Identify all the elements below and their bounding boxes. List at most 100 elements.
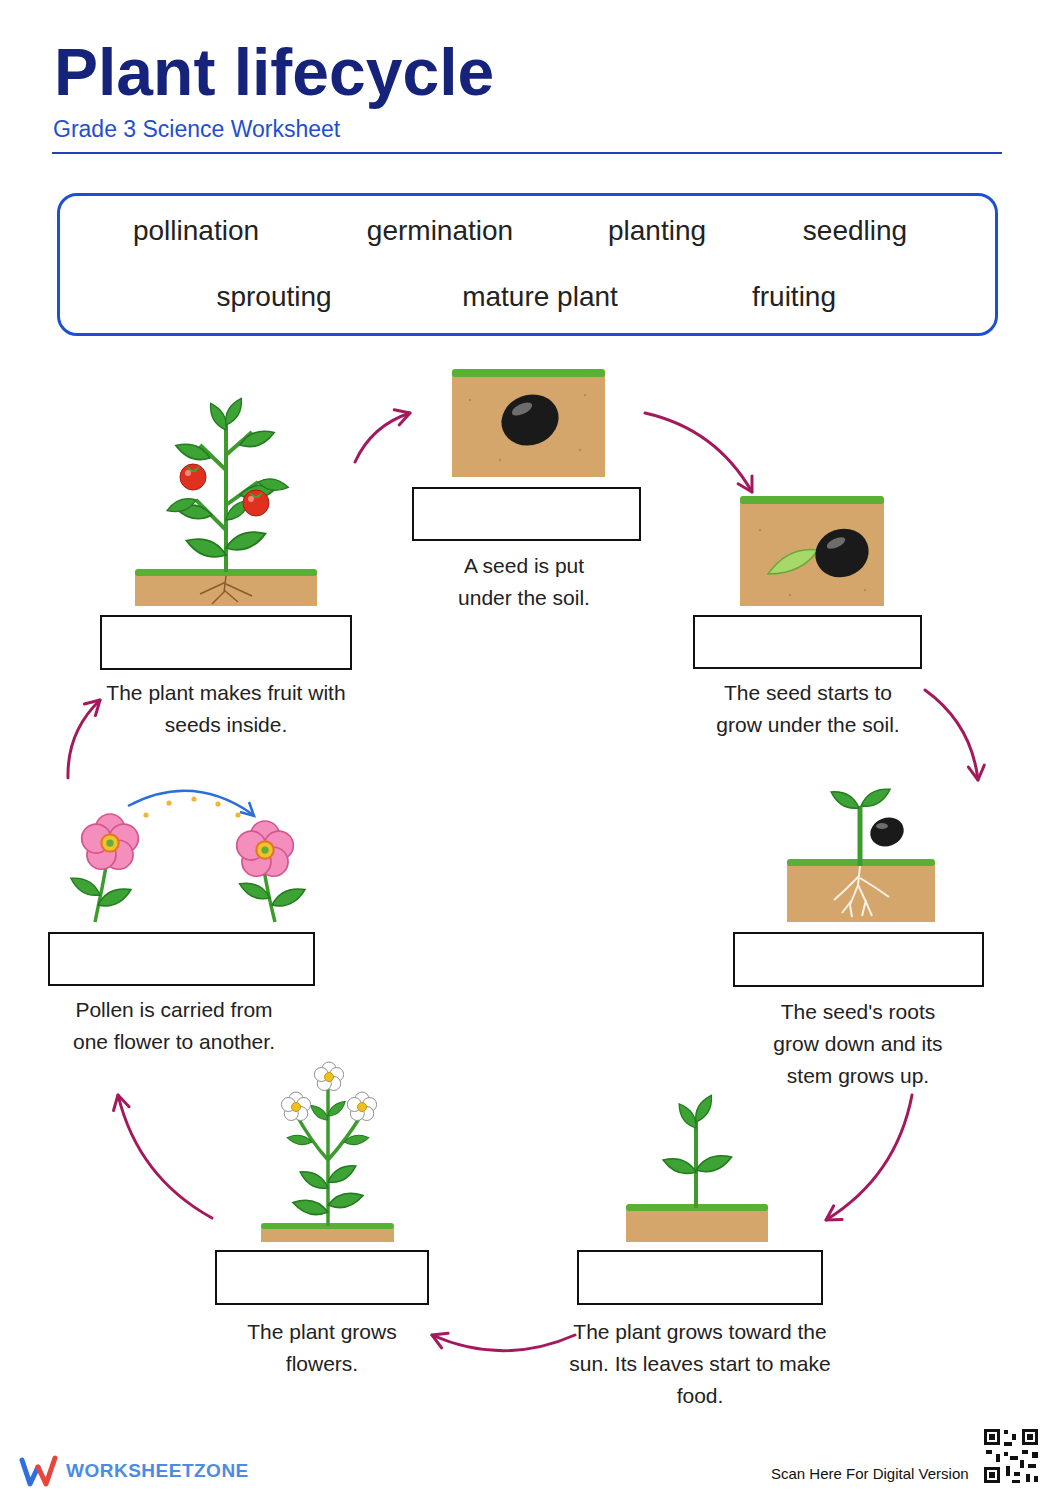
sprouting-illustration-part bbox=[866, 813, 908, 851]
fruiting-illustration-part bbox=[184, 534, 229, 562]
cycle-arrow-line bbox=[925, 690, 978, 780]
mature-plant-illustration-part bbox=[297, 1167, 331, 1193]
answer-box bbox=[693, 615, 922, 669]
word-bank-term: sprouting bbox=[216, 280, 331, 314]
stage-description: The plant grows flowers. bbox=[227, 1316, 417, 1380]
qr-code-part bbox=[983, 1428, 1039, 1484]
planting-illustration bbox=[452, 369, 605, 477]
planting-illustration-part bbox=[452, 372, 605, 477]
mature-plant-illustration-part bbox=[286, 1133, 312, 1146]
planting-illustration-part bbox=[499, 459, 502, 462]
mature-plant-illustration-part bbox=[343, 1133, 369, 1146]
cycle-arrow bbox=[925, 690, 984, 780]
qr-code-part bbox=[1027, 1434, 1033, 1440]
answer-box bbox=[412, 487, 641, 541]
qr-code-part bbox=[1025, 1432, 1035, 1442]
mature-plant-illustration-part bbox=[291, 1196, 330, 1218]
germination-illustration-part bbox=[825, 535, 847, 552]
stage-description: The plant makes fruit with seeds inside. bbox=[101, 677, 351, 741]
cycle-arrow-line bbox=[826, 1095, 912, 1220]
sprouting-illustration bbox=[787, 784, 935, 922]
footer-note: Scan Here For Digital Version bbox=[771, 1466, 969, 1481]
seedling-illustration-part bbox=[626, 1207, 768, 1242]
sprouting-illustration-part bbox=[834, 866, 889, 917]
arrow-head bbox=[738, 476, 752, 492]
qr-code-part bbox=[1032, 1452, 1038, 1458]
qr-code-part bbox=[996, 1454, 1000, 1462]
header-rule bbox=[52, 152, 1002, 154]
word-bank-term: germination bbox=[367, 214, 513, 248]
cycle-arrow-line bbox=[68, 700, 100, 778]
word-bank-term: pollination bbox=[133, 214, 259, 248]
fruiting-illustration-part bbox=[223, 527, 268, 555]
stage-card: The plant grows toward the sun. Its leav… bbox=[575, 1092, 826, 1412]
sprouting-illustration-part bbox=[787, 862, 935, 922]
cycle-arrow bbox=[432, 1333, 575, 1350]
stage-card: A seed is put under the soil. bbox=[410, 365, 645, 615]
sprouting-illustration-part bbox=[828, 787, 862, 813]
fruiting-illustration bbox=[135, 396, 317, 606]
cycle-arrow-line bbox=[118, 1095, 212, 1218]
planting-illustration-part bbox=[510, 400, 534, 418]
planting-illustration-part bbox=[579, 449, 582, 452]
arrow-head bbox=[114, 1095, 130, 1110]
arrow-head bbox=[432, 1333, 448, 1348]
pollination-illustration-part bbox=[237, 878, 273, 903]
mature-plant-illustration-part bbox=[326, 1189, 365, 1211]
qr-code-part bbox=[1026, 1474, 1030, 1482]
cycle-arrow bbox=[114, 1095, 212, 1218]
stage-description: The seed starts to grow under the soil. bbox=[703, 677, 913, 741]
fruiting-illustration-part bbox=[174, 439, 213, 464]
arrow-head bbox=[968, 765, 984, 780]
qr-code bbox=[983, 1428, 1039, 1484]
pollination-illustration-part bbox=[95, 884, 133, 911]
qr-code-part bbox=[984, 1467, 1000, 1483]
fruiting-illustration-part bbox=[185, 470, 191, 476]
germination-illustration-part bbox=[740, 496, 884, 504]
cycle-arrow bbox=[826, 1095, 912, 1220]
stage-description: Pollen is carried from one flower to ano… bbox=[69, 994, 279, 1058]
stage-card: Pollen is carried from one flower to ano… bbox=[45, 778, 318, 1095]
germination-illustration-part bbox=[768, 550, 818, 575]
stage-card: The plant makes fruit with seeds inside. bbox=[100, 405, 355, 742]
mature-plant-illustration-part bbox=[325, 1161, 359, 1187]
mature-plant-illustration-part bbox=[281, 1092, 310, 1121]
qr-code-part bbox=[1022, 1429, 1038, 1445]
fruiting-illustration-part bbox=[200, 576, 252, 604]
germination-illustration-part bbox=[759, 529, 762, 532]
qr-code-part bbox=[1012, 1480, 1020, 1483]
word-bank-term: seedling bbox=[803, 214, 907, 248]
fruiting-illustration-part bbox=[165, 495, 198, 516]
stage-description: The plant grows toward the sun. Its leav… bbox=[565, 1316, 835, 1412]
qr-code-part bbox=[984, 1429, 1000, 1445]
cycle-arrow-line bbox=[432, 1335, 575, 1351]
sprouting-illustration-part bbox=[876, 823, 888, 829]
sprouting-illustration-part bbox=[858, 784, 893, 811]
answer-box bbox=[215, 1250, 429, 1305]
fruiting-illustration-part bbox=[248, 496, 254, 502]
qr-code-part bbox=[989, 1472, 995, 1478]
qr-code-part bbox=[1028, 1464, 1036, 1468]
pollination-illustration-part bbox=[235, 812, 240, 817]
pollination-illustration-part bbox=[82, 814, 139, 869]
answer-box bbox=[48, 932, 315, 986]
germination-illustration bbox=[740, 496, 884, 606]
germination-illustration-part bbox=[808, 521, 875, 585]
arrow-head bbox=[84, 700, 100, 715]
qr-code-part bbox=[986, 1450, 992, 1454]
pollination-illustration-part bbox=[269, 884, 307, 911]
cycle-arrow-line bbox=[645, 413, 752, 492]
answer-box bbox=[577, 1250, 823, 1305]
brand-name: WORKSHEETZONE bbox=[66, 1461, 249, 1480]
germination-illustration-part bbox=[864, 589, 867, 592]
mature-plant-illustration bbox=[261, 1062, 394, 1242]
seedling-illustration-part bbox=[661, 1154, 698, 1178]
pollination-illustration-part bbox=[240, 802, 254, 816]
germination-illustration-part bbox=[789, 594, 792, 597]
pollination-illustration-part bbox=[191, 796, 196, 801]
qr-code-part bbox=[1022, 1450, 1028, 1454]
brand-logo bbox=[22, 1458, 55, 1484]
